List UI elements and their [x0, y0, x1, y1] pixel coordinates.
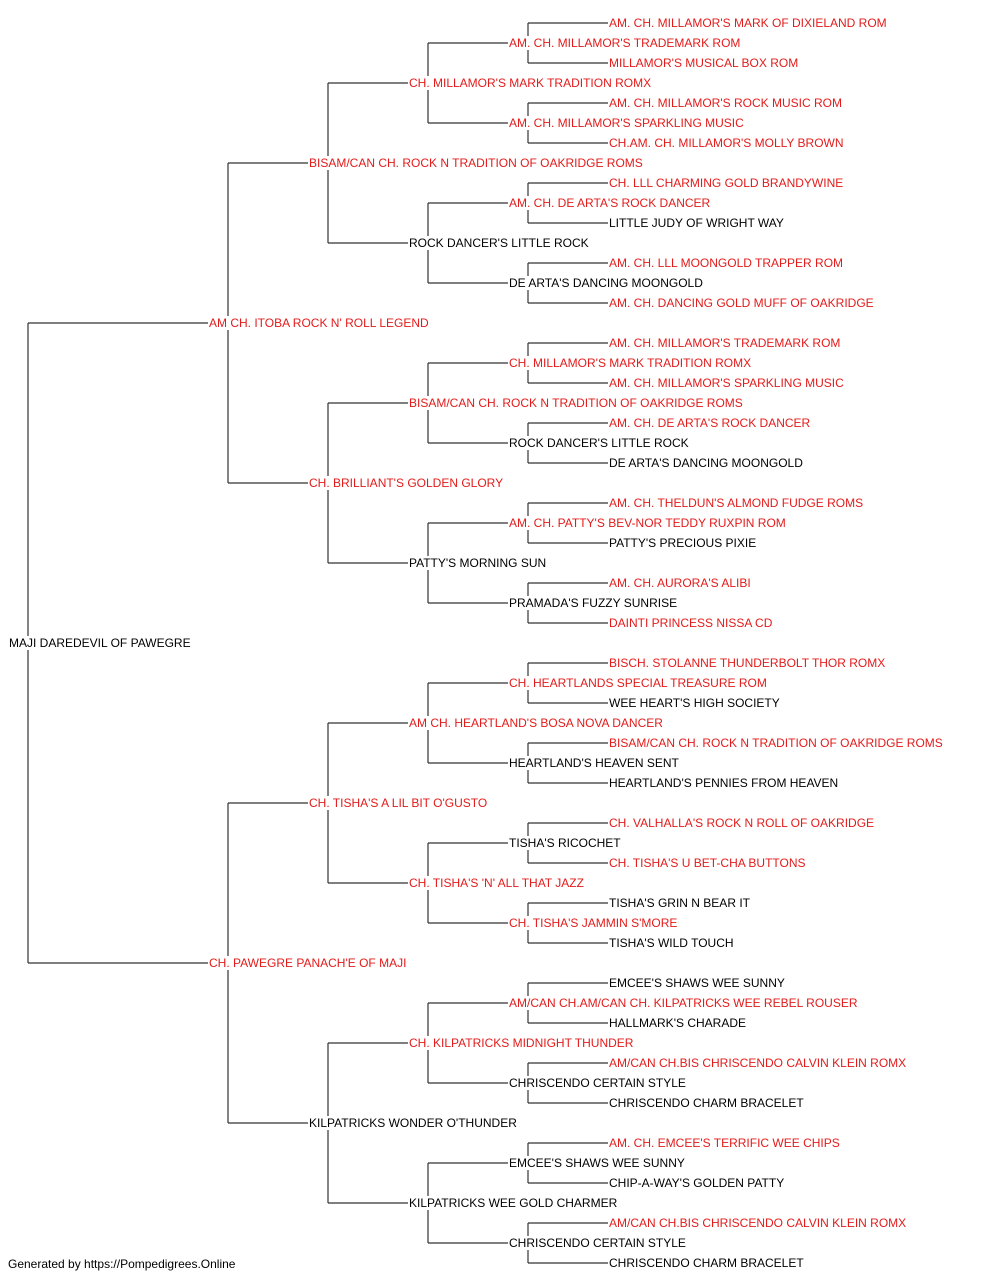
gen4-ancestor-name: EMCEE'S SHAWS WEE SUNNY	[508, 1156, 686, 1170]
gen4-ancestor-name: TISHA'S RICOCHET	[508, 836, 622, 850]
gen5-ancestor-name: BISCH. STOLANNE THUNDERBOLT THOR ROMX	[608, 656, 887, 670]
gen4-ancestor-name: AM. CH. MILLAMOR'S TRADEMARK ROM	[508, 36, 742, 50]
gen4-ancestor-name: PRAMADA'S FUZZY SUNRISE	[508, 596, 679, 610]
footer-credit: Generated by https://Pompedigrees.Online	[8, 1257, 236, 1271]
gen5-ancestor-name: AM. CH. MILLAMOR'S TRADEMARK ROM	[608, 336, 842, 350]
gen5-ancestor-name: HALLMARK'S CHARADE	[608, 1016, 747, 1030]
gen5-ancestor-name: DE ARTA'S DANCING MOONGOLD	[608, 456, 804, 470]
great-grandparent-name: CH. TISHA'S 'N' ALL THAT JAZZ	[408, 876, 585, 890]
gen5-ancestor-name: HEARTLAND'S PENNIES FROM HEAVEN	[608, 776, 840, 790]
subject-name: MAJI DAREDEVIL OF PAWEGRE	[8, 636, 192, 650]
great-grandparent-name: PATTY'S MORNING SUN	[408, 556, 548, 570]
gen5-ancestor-name: MILLAMOR'S MUSICAL BOX ROM	[608, 56, 800, 70]
gen4-ancestor-name: HEARTLAND'S HEAVEN SENT	[508, 756, 680, 770]
gen5-ancestor-name: AM/CAN CH.BIS CHRISCENDO CALVIN KLEIN RO…	[608, 1216, 908, 1230]
gen5-ancestor-name: PATTY'S PRECIOUS PIXIE	[608, 536, 758, 550]
great-grandparent-name: KILPATRICKS WEE GOLD CHARMER	[408, 1196, 619, 1210]
gen5-ancestor-name: CHIP-A-WAY'S GOLDEN PATTY	[608, 1176, 786, 1190]
gen4-ancestor-name: CH. HEARTLANDS SPECIAL TREASURE ROM	[508, 676, 768, 690]
dam-name: CH. PAWEGRE PANACH'E OF MAJI	[208, 956, 408, 970]
grandparent-name: KILPATRICKS WONDER O'THUNDER	[308, 1116, 518, 1130]
gen5-ancestor-name: CH. LLL CHARMING GOLD BRANDYWINE	[608, 176, 845, 190]
gen5-ancestor-name: AM. CH. MILLAMOR'S ROCK MUSIC ROM	[608, 96, 843, 110]
grandparent-name: CH. BRILLIANT'S GOLDEN GLORY	[308, 476, 505, 490]
gen5-ancestor-name: AM. CH. EMCEE'S TERRIFIC WEE CHIPS	[608, 1136, 841, 1150]
gen5-ancestor-name: AM. CH. DE ARTA'S ROCK DANCER	[608, 416, 812, 430]
gen5-ancestor-name: CH. VALHALLA'S ROCK N ROLL OF OAKRIDGE	[608, 816, 876, 830]
gen5-ancestor-name: DAINTI PRINCESS NISSA CD	[608, 616, 774, 630]
gen5-ancestor-name: CHRISCENDO CHARM BRACELET	[608, 1096, 805, 1110]
great-grandparent-name: AM CH. HEARTLAND'S BOSA NOVA DANCER	[408, 716, 664, 730]
gen5-ancestor-name: AM. CH. AURORA'S ALIBI	[608, 576, 752, 590]
great-grandparent-name: CH. KILPATRICKS MIDNIGHT THUNDER	[408, 1036, 635, 1050]
gen5-ancestor-name: EMCEE'S SHAWS WEE SUNNY	[608, 976, 786, 990]
gen5-ancestor-name: AM. CH. DANCING GOLD MUFF OF OAKRIDGE	[608, 296, 875, 310]
gen4-ancestor-name: CH. TISHA'S JAMMIN S'MORE	[508, 916, 679, 930]
gen4-ancestor-name: DE ARTA'S DANCING MOONGOLD	[508, 276, 704, 290]
gen5-ancestor-name: TISHA'S WILD TOUCH	[608, 936, 735, 950]
grandparent-name: BISAM/CAN CH. ROCK N TRADITION OF OAKRID…	[308, 156, 644, 170]
gen4-ancestor-name: AM. CH. PATTY'S BEV-NOR TEDDY RUXPIN ROM	[508, 516, 787, 530]
gen4-ancestor-name: CHRISCENDO CERTAIN STYLE	[508, 1076, 687, 1090]
great-grandparent-name: CH. MILLAMOR'S MARK TRADITION ROMX	[408, 76, 653, 90]
gen5-ancestor-name: BISAM/CAN CH. ROCK N TRADITION OF OAKRID…	[608, 736, 944, 750]
gen5-ancestor-name: AM. CH. LLL MOONGOLD TRAPPER ROM	[608, 256, 845, 270]
gen4-ancestor-name: AM. CH. DE ARTA'S ROCK DANCER	[508, 196, 712, 210]
gen5-ancestor-name: CH.AM. CH. MILLAMOR'S MOLLY BROWN	[608, 136, 845, 150]
gen5-ancestor-name: CHRISCENDO CHARM BRACELET	[608, 1256, 805, 1270]
gen4-ancestor-name: CHRISCENDO CERTAIN STYLE	[508, 1236, 687, 1250]
gen4-ancestor-name: CH. MILLAMOR'S MARK TRADITION ROMX	[508, 356, 753, 370]
gen5-ancestor-name: LITTLE JUDY OF WRIGHT WAY	[608, 216, 785, 230]
great-grandparent-name: ROCK DANCER'S LITTLE ROCK	[408, 236, 590, 250]
sire-name: AM CH. ITOBA ROCK N' ROLL LEGEND	[208, 316, 430, 330]
gen4-ancestor-name: AM/CAN CH.AM/CAN CH. KILPATRICKS WEE REB…	[508, 996, 859, 1010]
grandparent-name: CH. TISHA'S A LIL BIT O'GUSTO	[308, 796, 489, 810]
great-grandparent-name: BISAM/CAN CH. ROCK N TRADITION OF OAKRID…	[408, 396, 744, 410]
gen4-ancestor-name: ROCK DANCER'S LITTLE ROCK	[508, 436, 690, 450]
gen5-ancestor-name: WEE HEART'S HIGH SOCIETY	[608, 696, 781, 710]
gen5-ancestor-name: TISHA'S GRIN N BEAR IT	[608, 896, 751, 910]
gen5-ancestor-name: AM. CH. THELDUN'S ALMOND FUDGE ROMS	[608, 496, 865, 510]
gen5-ancestor-name: AM. CH. MILLAMOR'S MARK OF DIXIELAND ROM	[608, 16, 888, 30]
gen5-ancestor-name: AM. CH. MILLAMOR'S SPARKLING MUSIC	[608, 376, 845, 390]
gen5-ancestor-name: CH. TISHA'S U BET-CHA BUTTONS	[608, 856, 807, 870]
gen5-ancestor-name: AM/CAN CH.BIS CHRISCENDO CALVIN KLEIN RO…	[608, 1056, 908, 1070]
gen4-ancestor-name: AM. CH. MILLAMOR'S SPARKLING MUSIC	[508, 116, 745, 130]
